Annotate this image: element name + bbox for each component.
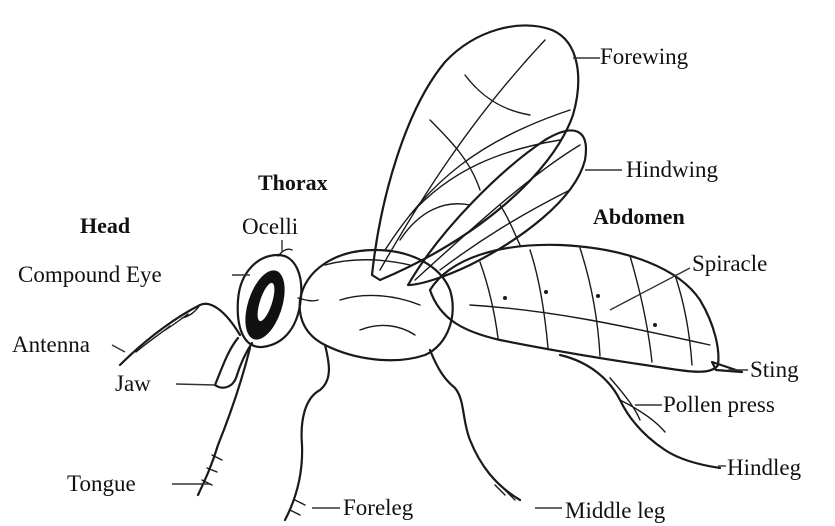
head-shape [238,249,318,347]
label-abdomen: Abdomen [593,206,685,228]
label-jaw: Jaw [115,372,151,395]
label-thorax: Thorax [258,172,328,194]
label-tongue: Tongue [67,472,136,495]
label-pollen-press: Pollen press [663,393,775,416]
middle-leg-shape [430,350,520,500]
antenna-shape [120,304,240,365]
label-foreleg: Foreleg [343,496,413,519]
foreleg-shape [285,345,329,520]
label-head: Head [80,215,130,237]
label-compound-eye: Compound Eye [18,263,162,286]
label-hindleg: Hindleg [727,456,801,479]
label-ocelli: Ocelli [242,215,298,238]
thorax-shape [300,250,453,360]
tongue-shape [198,348,250,495]
label-spiracle: Spiracle [692,252,767,275]
label-antenna: Antenna [12,333,90,356]
hindwing-shape [408,130,586,285]
label-forewing: Forewing [600,45,688,68]
forewing-shape [372,25,578,280]
label-middle-leg: Middle leg [565,499,665,522]
label-sting: Sting [750,358,799,381]
label-hindwing: Hindwing [626,158,718,181]
